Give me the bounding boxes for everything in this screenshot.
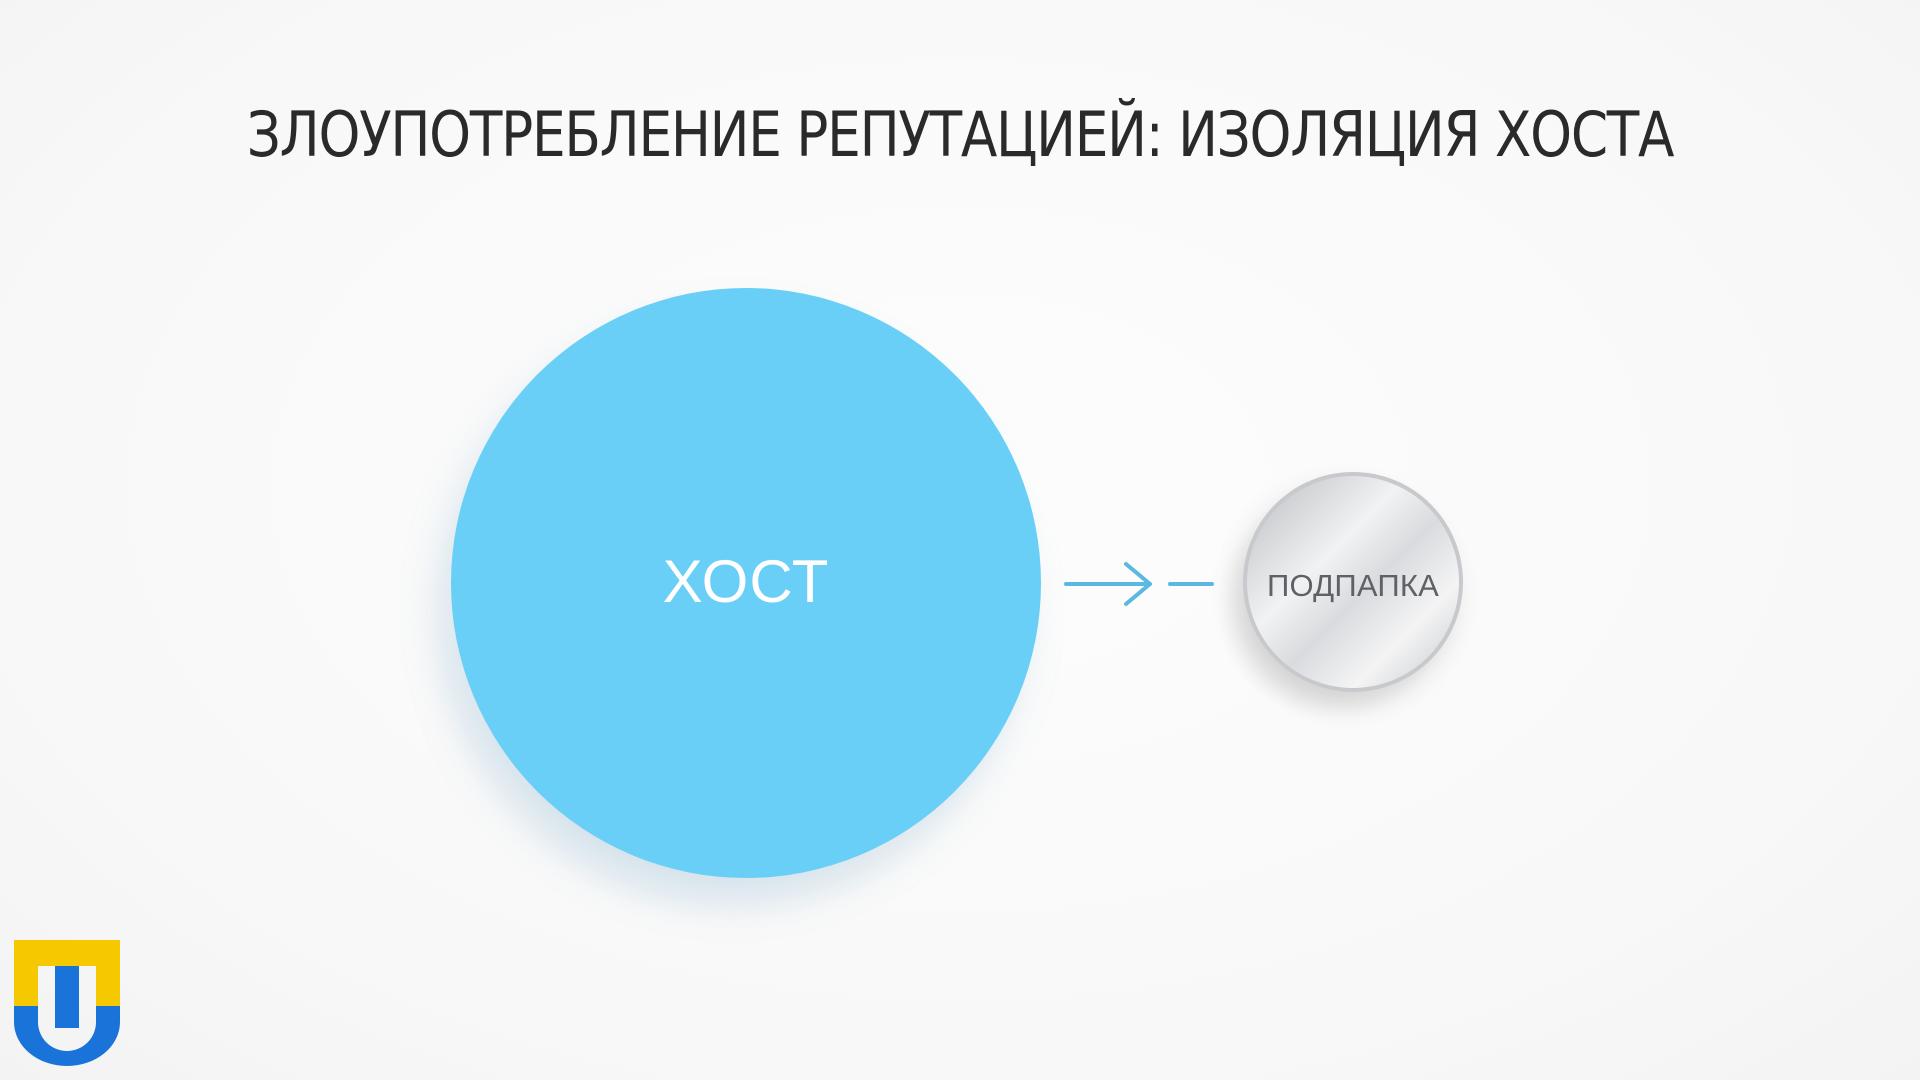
slide-title: ЗЛОУПОТРЕБЛЕНИЕ РЕПУТАЦИЕЙ: ИЗОЛЯЦИЯ ХОС… <box>246 98 1675 171</box>
subfolder-node-label: ПОДПАПКА <box>1267 568 1439 603</box>
logo-stem <box>55 966 79 1028</box>
logo-top-bar <box>14 940 120 966</box>
logo-left-yellow <box>14 966 38 1006</box>
host-to-subfolder-arrow <box>1064 562 1214 606</box>
host-node <box>451 288 1041 878</box>
host-node-label: ХОСТ <box>662 548 830 615</box>
arrow-head <box>1124 562 1152 606</box>
logo-right-yellow <box>96 966 120 1006</box>
logo-u-shape <box>14 1006 120 1066</box>
subfolder-node <box>1243 472 1463 692</box>
university-logo-icon <box>14 940 120 1066</box>
